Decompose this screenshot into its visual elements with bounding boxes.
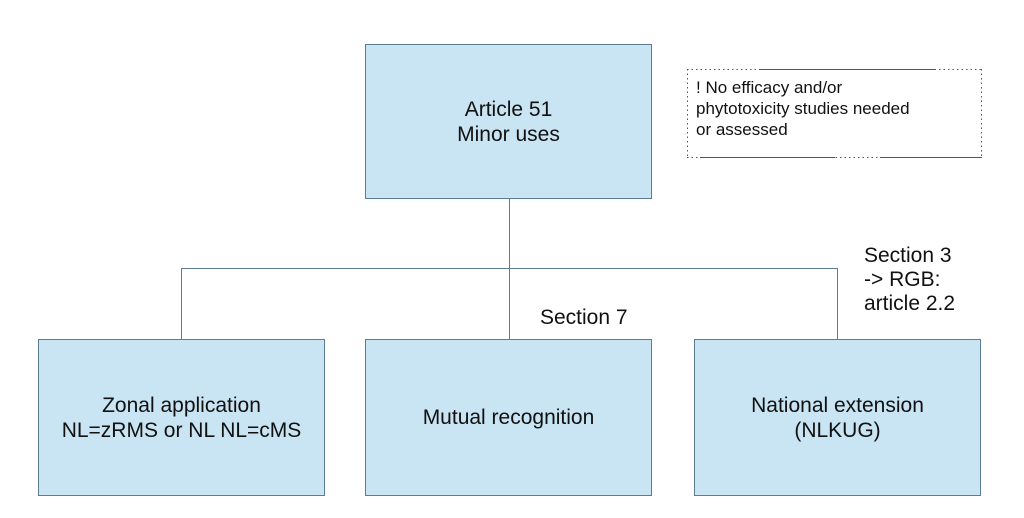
box-mutual-recognition: Mutual recognition bbox=[365, 339, 652, 496]
box-article-51: Article 51 Minor uses bbox=[365, 44, 652, 199]
label-section-3-line-3: article 2.2 bbox=[864, 292, 956, 315]
box-zonal-title: Zonal application bbox=[102, 393, 261, 417]
box-zonal-application: Zonal application NL=zRMS or NL NL=cMS bbox=[38, 339, 325, 496]
box-mutual-title: Mutual recognition bbox=[422, 406, 595, 429]
note-line-1: ! No efficacy and/or bbox=[696, 78, 843, 97]
note-line-3: or assessed bbox=[696, 120, 788, 139]
label-section-3-line-2: -> RGB: bbox=[864, 268, 941, 291]
note-border bbox=[687, 69, 982, 158]
box-national-title: National extension bbox=[751, 393, 924, 417]
label-section-7-text: Section 7 bbox=[540, 306, 628, 329]
box-national-extension: National extension (NLKUG) bbox=[694, 339, 981, 496]
note-line-2: phytotoxicity studies needed bbox=[696, 99, 910, 118]
box-national-detail: (NLKUG) bbox=[794, 418, 881, 442]
label-section-3-line-1: Section 3 bbox=[864, 244, 952, 267]
box-article-title: Article 51 bbox=[464, 97, 553, 121]
box-zonal-detail: NL=zRMS or NL NL=cMS bbox=[61, 418, 302, 442]
efficacy-note: ! No efficacy and/or phytotoxicity studi… bbox=[687, 69, 982, 158]
label-section-7: Section 7 bbox=[540, 306, 628, 330]
label-section-3: Section 3 -> RGB: article 2.2 bbox=[864, 244, 955, 316]
box-article-subtitle: Minor uses bbox=[457, 122, 560, 146]
